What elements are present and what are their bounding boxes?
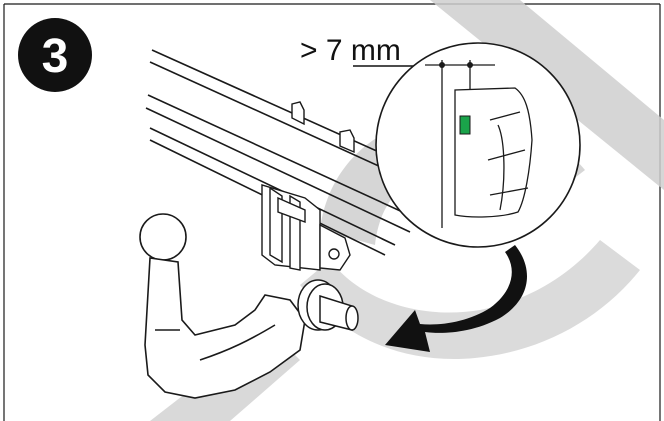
release-knob	[297, 279, 359, 331]
mount-bracket	[261, 184, 351, 271]
frame-border	[3, 3, 661, 421]
curved-arrow-icon	[385, 245, 527, 352]
mounting-tabs	[291, 101, 355, 154]
watermark-arc-lower	[300, 240, 640, 360]
tow-ball-head	[139, 213, 187, 261]
detail-magnifier	[375, 42, 581, 248]
circle-number-badge-icon	[18, 18, 92, 92]
green-indicator-icon	[459, 115, 471, 135]
step-badge: 3	[18, 18, 92, 92]
tow-ball	[139, 213, 306, 399]
measurement-label: > 7 mm	[300, 34, 401, 67]
step-number: 3	[42, 30, 69, 83]
